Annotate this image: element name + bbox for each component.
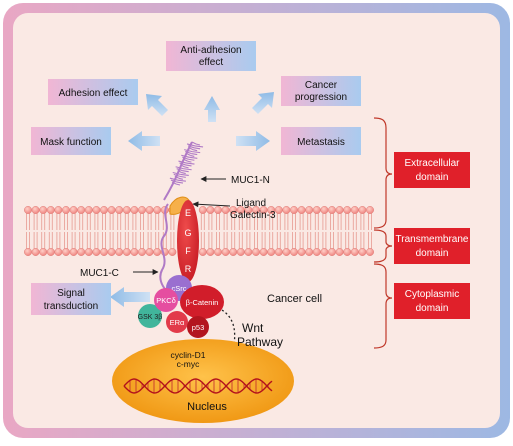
muc1-c-label: MUC1-C [80,268,119,279]
lipid-bilayer [24,206,374,256]
cancer-cell-label: Cancer cell [267,293,322,305]
beta-catenin-protein [180,285,224,319]
egfr-receptor: E G F R [177,200,199,282]
wnt-label-1: Wnt [242,321,264,335]
protein-cluster: cSrc GSK 3β PKCδ ERα β-Catenin p53 [138,275,224,338]
anti-adhesion-box: Anti-adhesion effect [166,41,256,71]
ligand-label-1: Ligand [236,198,266,209]
egfr-letter-g: G [184,228,191,238]
cytoplasmic-domain-box: Cytoplasmic domain [394,283,470,319]
transmembrane-text-2: domain [416,248,449,259]
era-text: ERα [170,318,185,327]
egfr-letter-r: R [185,264,192,274]
gsk3b-protein [138,304,162,328]
gsk3b-text: GSK 3β [138,314,163,321]
arrow-up [204,96,220,122]
arrow-right [236,131,270,151]
ligand-label-2: Galectin-3 [230,210,276,221]
arrow-left [128,131,160,151]
adhesion-box: Adhesion effect [48,79,138,105]
cancer-progression-text-2: progression [295,92,347,103]
wnt-label-2: Pathway [237,335,283,349]
arrow-upright [252,92,274,114]
metastasis-box: Metastasis [281,127,361,155]
cytoplasmic-text-2: domain [416,303,449,314]
csrc-text: cSrc [172,284,187,293]
p53-text: p53 [192,323,205,332]
cancer-progression-box: Cancer progression [281,76,361,106]
signal-transduction-box: Signal transduction [31,283,111,315]
muc1-c-tail [159,203,169,291]
signal-text-1: Signal [57,288,85,299]
adhesion-text: Adhesion effect [59,88,128,99]
c-myc-text: c-myc [177,359,200,369]
mask-function-box: Mask function [31,127,111,155]
effect-arrows [110,92,274,307]
metastasis-text: Metastasis [297,137,345,148]
nucleus-label: Nucleus [187,401,227,413]
extracellular-text-1: Extracellular [404,158,460,169]
cyclin-d1-text: cyclin-D1 [171,350,206,360]
egfr-letter-e: E [185,208,191,218]
ligand-pointer [192,201,231,208]
egfr-letter-f: F [185,246,191,256]
era-protein [166,311,188,333]
p53-protein [187,316,209,338]
dna-helix [123,378,273,394]
anti-adhesion-text-2: effect [199,57,223,68]
extracellular-domain-box: Extracellular domain [394,152,470,188]
muc1-n-label: MUC1-N [231,175,270,186]
transmembrane-domain-box: Transmembrane domain [394,228,470,264]
domain-brackets [373,117,393,349]
arrow-signal [110,287,150,307]
anti-adhesion-text-1: Anti-adhesion [180,45,241,56]
muc1-n-strand [163,141,204,201]
cell-background [13,13,500,428]
extracellular-text-2: domain [416,172,449,183]
beta-catenin-text: β-Catenin [186,298,219,307]
arrow-upleft [146,94,168,116]
mask-function-text: Mask function [40,137,102,148]
cancer-progression-text-1: Cancer [305,80,338,91]
signal-text-2: transduction [44,301,98,312]
cytoplasmic-text-1: Cytoplasmic [405,289,459,300]
nucleus: cyclin-D1 c-myc Nucleus [112,339,294,423]
transmembrane-text-1: Transmembrane [396,234,469,245]
pkcd-text: PKCδ [156,296,176,305]
pkcd-protein [154,288,178,312]
